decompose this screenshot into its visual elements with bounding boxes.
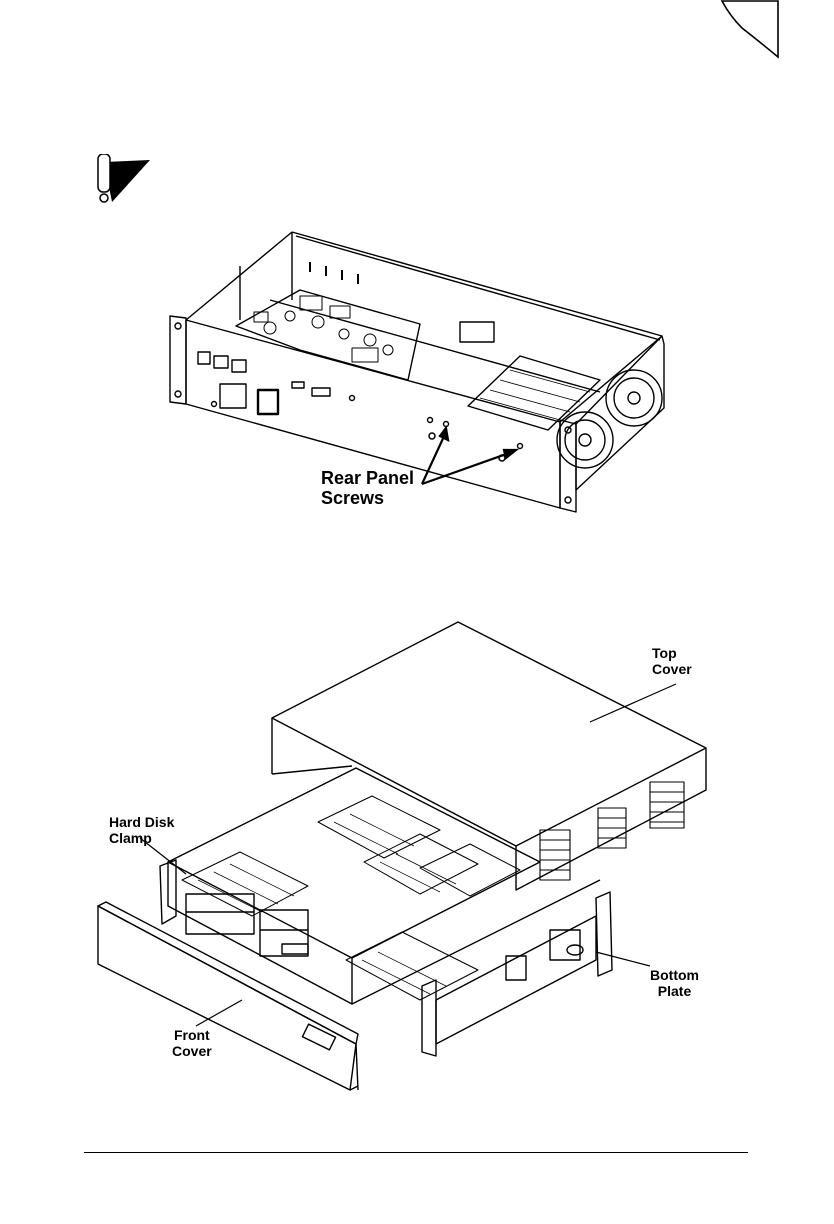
hard-disk-clamp-label: Hard Disk Clamp xyxy=(109,815,174,846)
hard-disk-clamp-label-line1: Hard Disk xyxy=(109,815,174,831)
bottom-plate-label: Bottom Plate xyxy=(650,968,699,999)
top-cover-label: Top Cover xyxy=(652,646,692,677)
front-cover-label-line1: Front xyxy=(172,1028,212,1044)
bottom-plate-label-line2: Plate xyxy=(650,984,699,1000)
top-cover-label-line2: Cover xyxy=(652,662,692,678)
footer-divider xyxy=(84,1152,748,1153)
front-cover-label-line2: Cover xyxy=(172,1044,212,1060)
top-cover-label-line1: Top xyxy=(652,646,692,662)
bottom-plate-label-line1: Bottom xyxy=(650,968,699,984)
hard-disk-clamp-label-line2: Clamp xyxy=(109,831,174,847)
front-cover-label: Front Cover xyxy=(172,1028,212,1059)
